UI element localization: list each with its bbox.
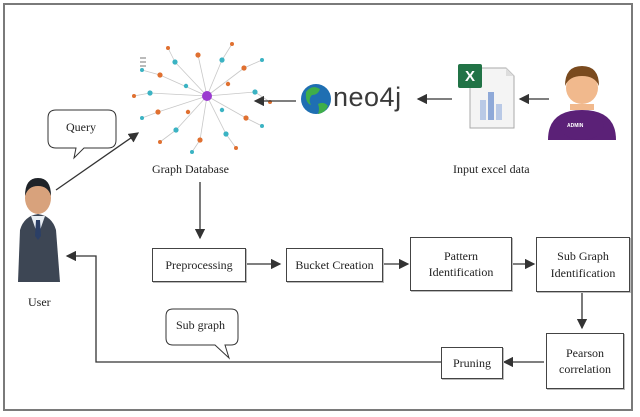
preprocessing-label: Preprocessing [165, 257, 233, 272]
input-excel-data-label: Input excel data [453, 162, 530, 176]
arrow-user-to-graphdb [55, 132, 140, 191]
pattern-identification-step: Pattern Identification [410, 237, 512, 291]
diagram-frame [3, 3, 633, 411]
sub-graph-identification-step: Sub Graph Identification [536, 237, 630, 292]
user-person-icon [18, 178, 60, 282]
preprocessing-step: Preprocessing [152, 248, 246, 282]
graph-database-icon [132, 42, 272, 154]
neo4j-wordmark: neo4j [333, 82, 402, 112]
admin-person-icon [548, 66, 616, 140]
user-label: User [28, 295, 51, 309]
arrow-pruning-to-user [65, 250, 441, 363]
query-bubble-label: Query [66, 120, 96, 134]
pattern-identification-label-line2: Identification [428, 265, 494, 279]
bucket-creation-step: Bucket Creation [286, 248, 383, 282]
admin-badge-text: ADMIN [567, 123, 584, 129]
pearson-correlation-step: Pearson correlation [546, 333, 624, 389]
sub-graph-identification-label-line2: Identification [550, 265, 616, 280]
sub-graph-identification-label-line1: Sub Graph [557, 249, 609, 264]
pruning-label: Pruning [452, 355, 491, 370]
excel-file-icon: X [458, 64, 515, 129]
pearson-correlation-label-line2: correlation [559, 362, 611, 376]
svg-text:X: X [465, 68, 475, 85]
graph-database-label: Graph Database [152, 162, 229, 176]
sub-graph-bubble-label: Sub graph [176, 318, 225, 332]
pattern-identification-label-line1: Pattern [444, 248, 478, 263]
bucket-creation-label: Bucket Creation [295, 257, 374, 272]
neo4j-logo-icon [301, 84, 331, 114]
query-bubble [47, 109, 117, 160]
sub-graph-bubble [165, 308, 239, 360]
pearson-correlation-label-line1: Pearson [566, 345, 604, 360]
pruning-step: Pruning [441, 347, 503, 379]
